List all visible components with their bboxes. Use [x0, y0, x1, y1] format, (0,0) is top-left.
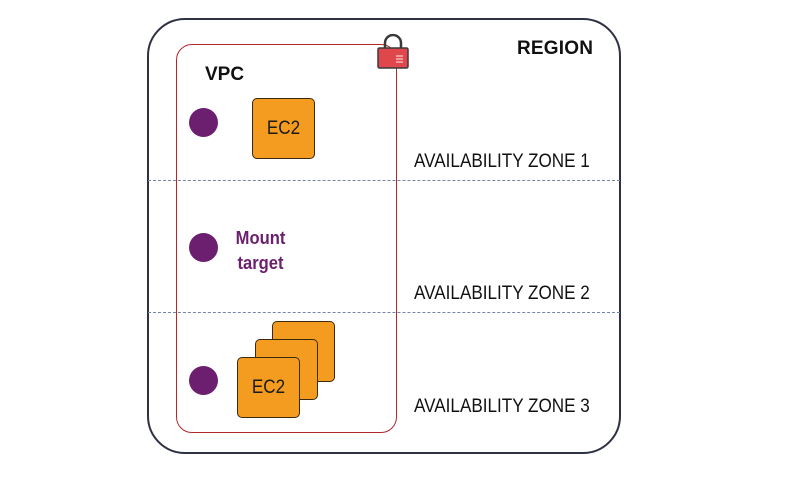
- subnet-endpoint-zone3: [189, 366, 218, 395]
- mount-target-line1: Mount: [235, 228, 286, 248]
- ec2-label: EC2: [251, 376, 286, 398]
- subnet-endpoint-zone1: [189, 108, 218, 137]
- zone-label-1: AVAILABILITY ZONE 1: [414, 151, 590, 172]
- mount-target-label: Mount target: [232, 226, 289, 276]
- vpc-boundary: [176, 44, 397, 433]
- ec2-instance-zone3: EC2: [237, 357, 300, 418]
- mount-target-dot: [189, 233, 218, 262]
- zone-label-2: AVAILABILITY ZONE 2: [414, 283, 590, 304]
- lock-icon: [377, 34, 409, 69]
- zone-label-3: AVAILABILITY ZONE 3: [414, 396, 590, 417]
- region-label: REGION: [517, 38, 594, 59]
- ec2-label: EC2: [266, 117, 301, 139]
- ec2-instance-zone1: EC2: [252, 98, 315, 159]
- zone-divider-2-3: [148, 312, 620, 313]
- vpc-label: VPC: [205, 64, 245, 85]
- zone-divider-1-2: [148, 180, 620, 181]
- mount-target-line2: target: [237, 253, 284, 273]
- region-boundary: [147, 18, 621, 454]
